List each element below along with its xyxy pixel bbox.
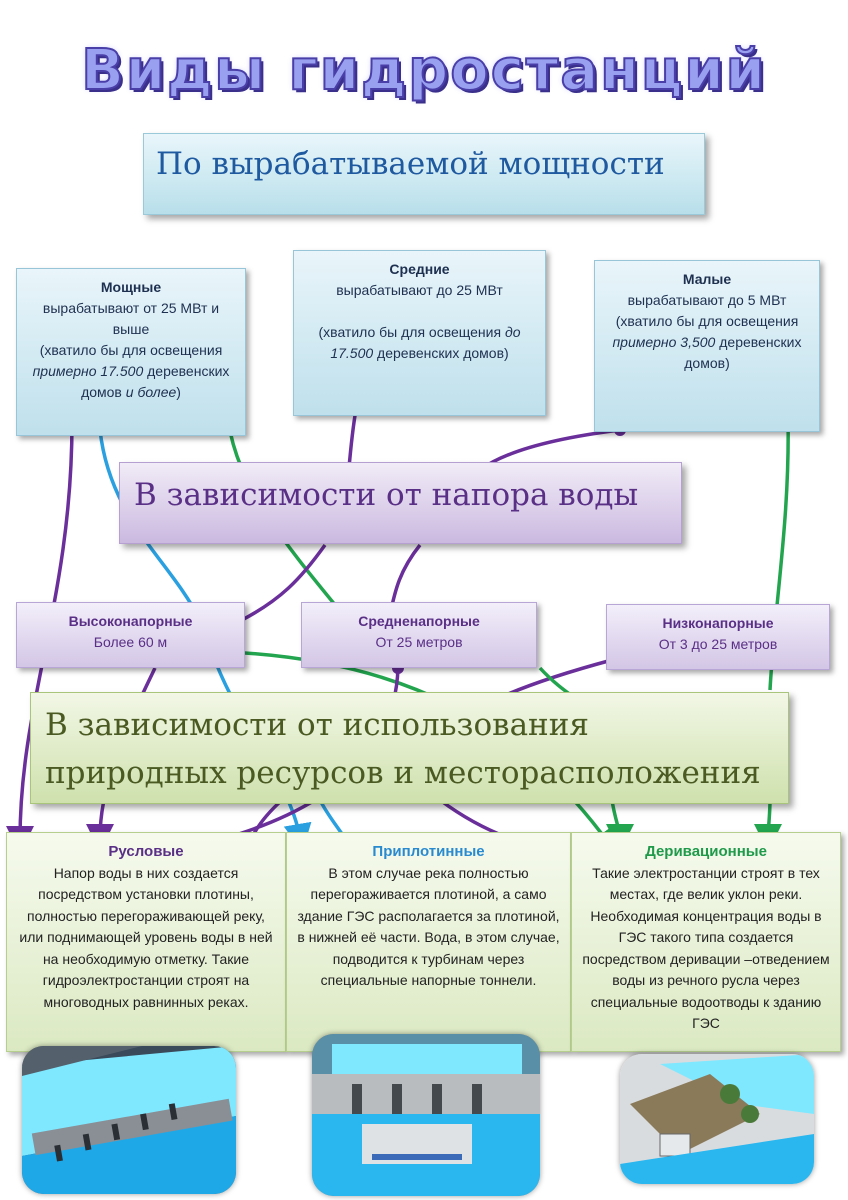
box-dam: Приплотинные В этом случае река полность…: [286, 832, 571, 1052]
box-high-title: Высоконапорные: [68, 613, 193, 629]
box-small-line1: вырабатывают до 5 МВт: [627, 292, 787, 308]
box-river: Русловые Напор воды в них создается поср…: [6, 832, 286, 1052]
box-low-title: Низконапорные: [662, 615, 774, 631]
box-small-line2: (хватило бы для освещения примерно 3,500…: [612, 313, 802, 371]
box-small: Малые вырабатывают до 5 МВт (хватило бы …: [594, 260, 820, 432]
section-power: По вырабатываемой мощности: [143, 133, 705, 215]
box-high: Высоконапорные Более 60 м: [16, 602, 245, 668]
box-high-desc: Более 60 м: [93, 634, 168, 650]
box-strong-title: Мощные: [100, 279, 162, 295]
box-mid: Средненапорные От 25 метров: [301, 602, 537, 668]
box-mid-desc: От 25 метров: [375, 634, 463, 650]
box-medium-title: Средние: [389, 261, 450, 277]
box-river-text: Напор воды в них создается посредством у…: [19, 864, 273, 1010]
box-medium-line1: вырабатывают до 25 МВт: [336, 282, 503, 298]
photo-river-hpp-model: [22, 1046, 236, 1194]
box-low: Низконапорные От 3 до 25 метров: [606, 604, 830, 670]
box-medium: Средние вырабатывают до 25 МВт (хватило …: [293, 250, 546, 416]
box-medium-line2: (хватило бы для освещения до 17.500 дере…: [318, 324, 521, 361]
link-head-high: [241, 543, 327, 622]
box-low-desc: От 3 до 25 метров: [658, 636, 778, 652]
section-resources: В зависимости от использования природных…: [30, 692, 789, 804]
box-river-title: Русловые: [108, 843, 184, 860]
box-derivation-title: Деривационные: [645, 843, 767, 860]
section-head: В зависимости от напора воды: [119, 462, 682, 544]
box-derivation-text: Такие электростанции строят в тех местах…: [582, 864, 830, 1032]
box-dam-text: В этом случае река полностью перегоражив…: [297, 864, 560, 989]
box-strong-line1: вырабатывают от 25 МВт и выше: [42, 300, 220, 337]
box-derivation: Деривационные Такие электростанции строя…: [571, 832, 841, 1052]
box-strong-line2: (хватило бы для освещения примерно 17.50…: [32, 342, 230, 400]
box-strong: Мощные вырабатывают от 25 МВт и выше (хв…: [16, 268, 246, 436]
main-title: Виды гидростанций: [80, 37, 767, 104]
photo-derivation-hpp-model: [620, 1054, 814, 1184]
box-dam-title: Приплотинные: [372, 843, 485, 860]
box-small-title: Малые: [682, 271, 732, 287]
box-mid-title: Средненапорные: [358, 613, 480, 629]
section-resources-line1: В зависимости от использования: [45, 707, 589, 743]
photo-dam-hpp-model: [312, 1034, 540, 1196]
section-resources-line2: природных ресурсов и месторасположения: [45, 755, 761, 791]
